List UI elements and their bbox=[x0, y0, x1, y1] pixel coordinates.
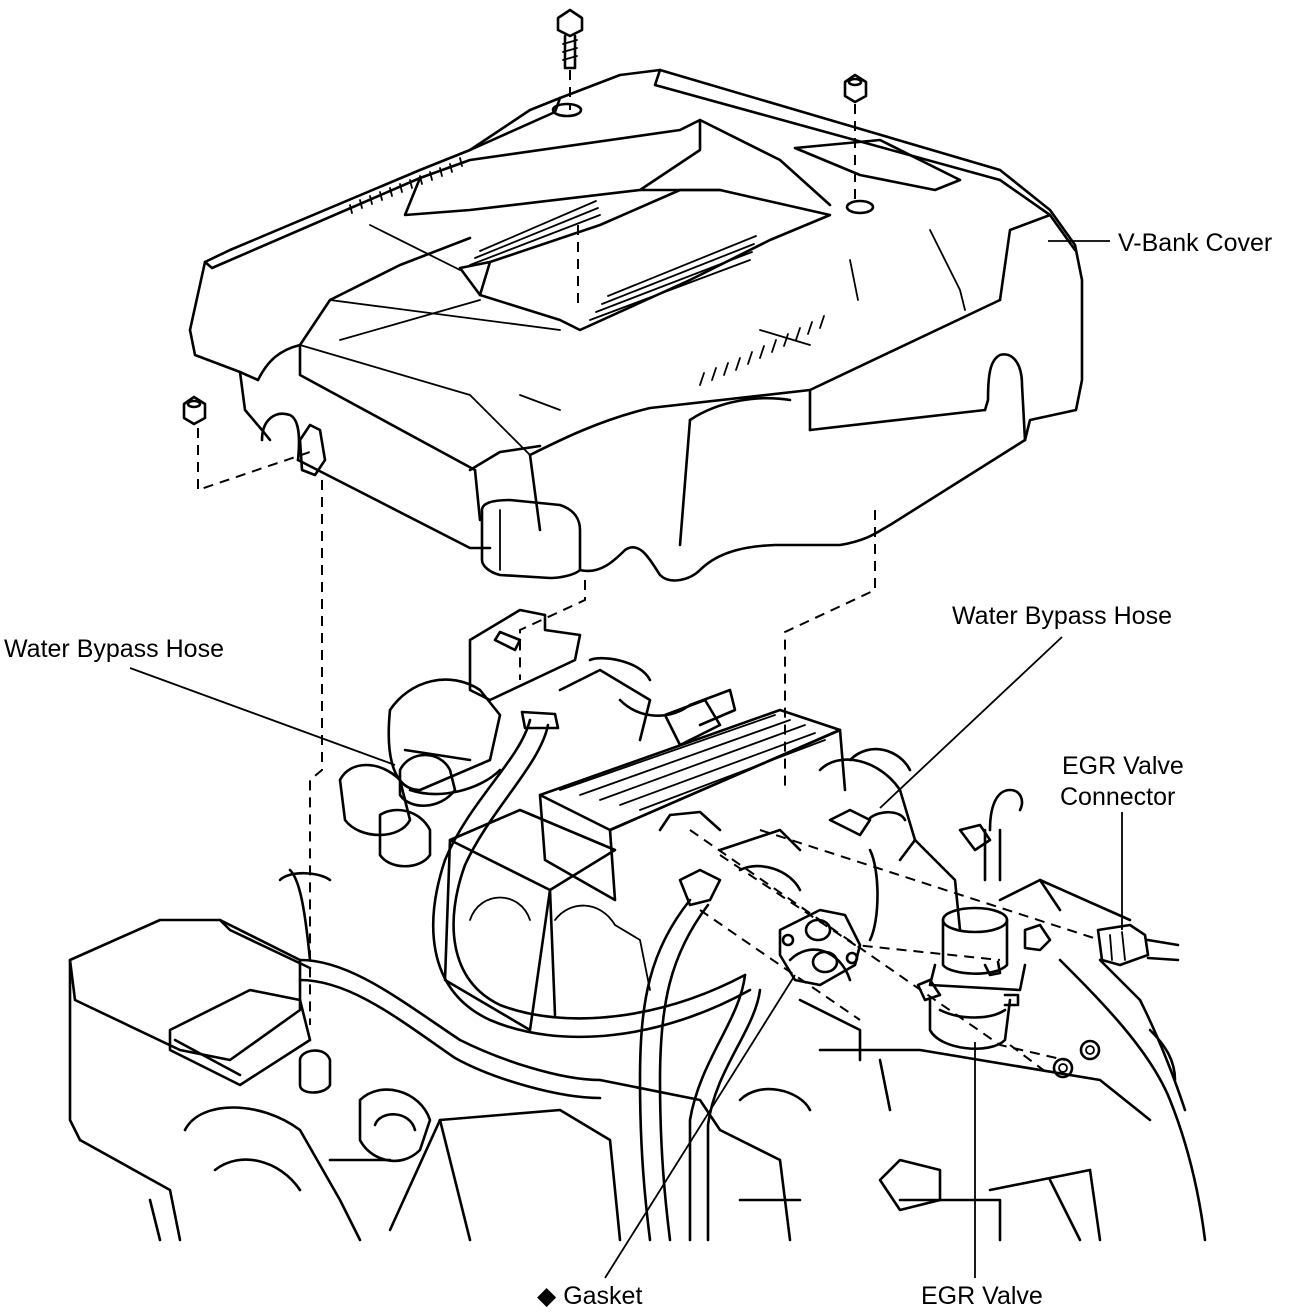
egr-connector-part bbox=[1096, 923, 1180, 967]
gasket-part bbox=[778, 908, 862, 987]
label-v-bank-cover: V-Bank Cover bbox=[1118, 229, 1273, 257]
alignment-lines bbox=[197, 70, 1101, 1076]
bolt-icon bbox=[556, 8, 584, 70]
leader-water-bypass-hose-left bbox=[129, 667, 396, 766]
label-egr-valve-connector-line1: EGR Valve bbox=[1062, 752, 1184, 780]
label-gasket: ◆ Gasket bbox=[537, 1281, 642, 1311]
label-egr-valve: EGR Valve bbox=[921, 1282, 1043, 1310]
diamond-icon: ◆ bbox=[537, 1282, 557, 1310]
nut-icon bbox=[1079, 1039, 1101, 1061]
nut-icon bbox=[843, 73, 868, 104]
label-egr-valve-connector-line2: Connector bbox=[1060, 783, 1176, 811]
nut-icon bbox=[182, 395, 207, 426]
label-gasket-text: Gasket bbox=[563, 1282, 643, 1310]
v-bank-cover bbox=[188, 68, 1084, 582]
leader-water-bypass-hose-right bbox=[879, 636, 1063, 809]
label-water-bypass-hose-left: Water Bypass Hose bbox=[4, 635, 224, 663]
egr-valve-part bbox=[916, 906, 1052, 1051]
leader-gasket bbox=[604, 974, 796, 1279]
nut-icon bbox=[1052, 1057, 1074, 1079]
engine-assembly bbox=[68, 608, 1207, 1242]
label-water-bypass-hose-right: Water Bypass Hose bbox=[952, 602, 1172, 630]
